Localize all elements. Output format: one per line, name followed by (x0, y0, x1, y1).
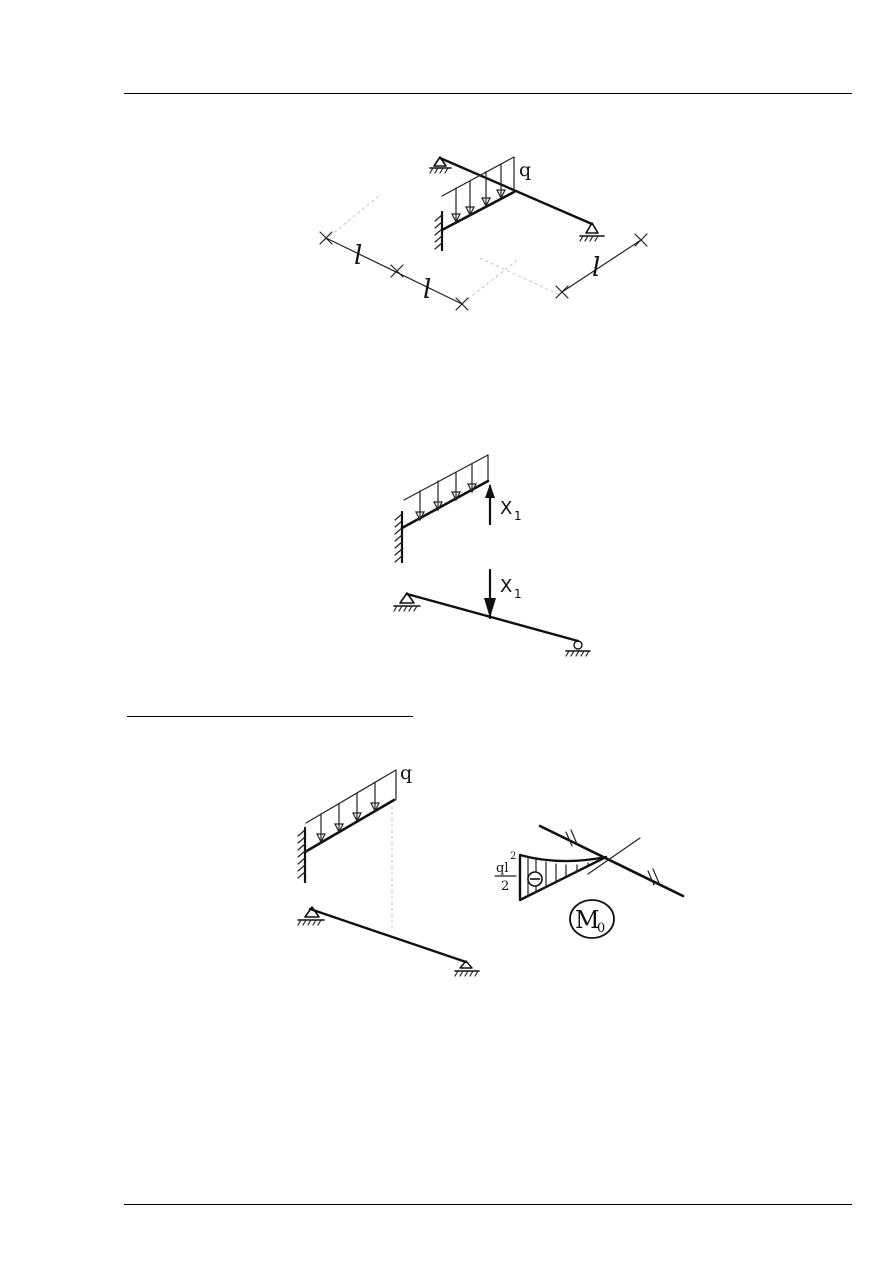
dimension-label-left: l (354, 241, 362, 271)
load-label-q: q (519, 159, 531, 181)
simply-supported-beam-basic (308, 907, 468, 964)
distributed-load-icon (441, 156, 515, 224)
simply-supported-beam-released (405, 592, 580, 643)
dimension-label-mid: l (423, 275, 431, 305)
cantilever-beam (440, 190, 516, 232)
dimension-label-right: l (592, 253, 600, 283)
fixed-support-icon-2 (394, 510, 404, 564)
dimension-line-right (555, 233, 648, 299)
redundant-label-down: X (500, 576, 512, 597)
diagram-label-sub: 0 (597, 921, 605, 936)
roller-support-right-icon-3 (454, 960, 480, 977)
pin-support-left-icon-3 (297, 906, 325, 926)
fixed-support-icon (434, 210, 444, 252)
redundant-label-up: X (500, 498, 512, 519)
dimension-line-left (319, 231, 469, 311)
moment-value-denominator: 2 (501, 879, 509, 894)
simply-supported-beam (438, 156, 594, 226)
redundant-force-up-arrow (485, 484, 495, 526)
load-label-q-3: q (400, 762, 412, 784)
pin-support-left-icon-2 (393, 592, 421, 612)
redundant-label-up-sub: 1 (514, 509, 522, 523)
moment-value-numerator: ql (496, 861, 508, 876)
roller-support-right-icon (579, 222, 605, 242)
moment-value-exponent: 2 (510, 851, 516, 862)
header-rule (124, 93, 852, 94)
diagram-label-circle (569, 899, 615, 939)
footer-rule (124, 1204, 852, 1205)
cantilever-beam-basic (303, 798, 396, 854)
diagram-label-m: M (575, 906, 600, 934)
moment-diagram-m0 (518, 824, 685, 902)
roller-support-right-icon-2 (565, 640, 591, 657)
redundant-label-down-sub: 1 (514, 587, 522, 601)
redundant-force-down-arrow (484, 568, 496, 620)
section-divider-rule (127, 716, 413, 717)
pin-support-left-icon (429, 156, 452, 174)
distributed-load-icon-3 (305, 769, 397, 844)
distributed-load-icon-2 (403, 454, 489, 522)
fixed-support-icon-3 (297, 826, 307, 884)
